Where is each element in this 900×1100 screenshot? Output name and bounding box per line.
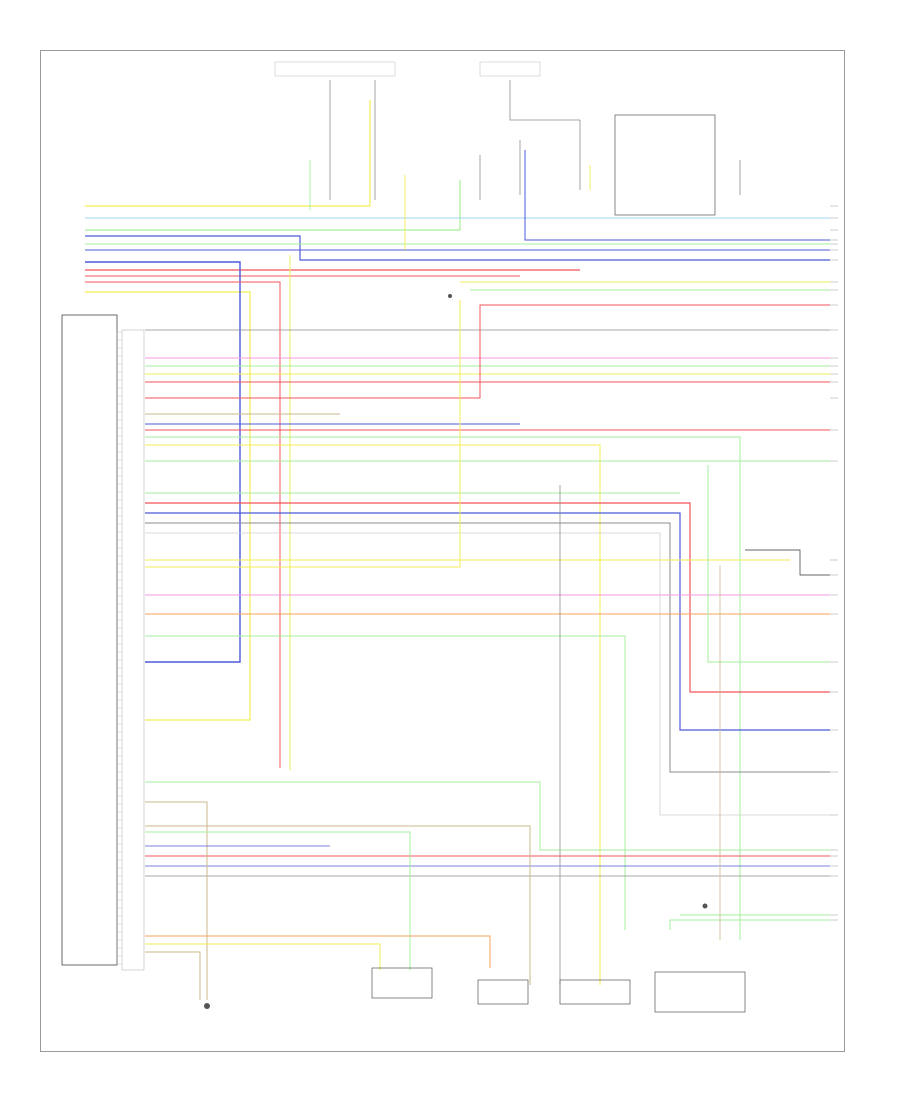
- sensor-bottom-left-terminal: [204, 1003, 210, 1009]
- top-fuse-block-right: [479, 61, 541, 77]
- wire-red-17: [145, 304, 830, 399]
- wire-lightgray-28: [145, 532, 830, 816]
- wire-black-62: [745, 549, 830, 576]
- wire-yellow-8: [85, 291, 251, 721]
- relay-box: [614, 114, 716, 216]
- wire-green-48: [669, 919, 830, 930]
- unit-center-bottom-box: [371, 967, 433, 999]
- far-right-splice: [702, 903, 708, 909]
- unit-right-bottom-2-box: [559, 979, 631, 1005]
- wire-tan-41: [145, 801, 208, 1000]
- wire-red-25: [145, 502, 830, 693]
- center-splice: [448, 294, 452, 298]
- wire-green-37: [145, 781, 830, 851]
- wire-yellow-22: [145, 444, 601, 985]
- wire-yellow-0: [85, 100, 371, 207]
- wire-gray-55: [509, 80, 581, 190]
- wire-red-10: [85, 281, 281, 768]
- wire-tan-47: [145, 951, 201, 1000]
- wire-tan-42: [145, 825, 531, 985]
- wire-blue-26: [145, 512, 830, 731]
- component-layer: [61, 61, 746, 1013]
- wire-blue-9: [85, 261, 241, 663]
- wire-green-36: [707, 465, 830, 663]
- wire-green-1: [85, 180, 461, 231]
- wire-orange-45: [145, 935, 491, 968]
- unit-right-bottom-1-box: [477, 979, 529, 1005]
- wire-gray-27: [145, 522, 830, 773]
- wire-blue-2: [85, 235, 830, 261]
- wire-green-43: [145, 831, 411, 970]
- left-module-connector: [121, 329, 145, 971]
- wire-green-35: [145, 635, 626, 930]
- unit-far-right-bottom-box: [654, 971, 746, 1013]
- top-fuse-block: [274, 61, 396, 77]
- wire-layer: [85, 80, 838, 1000]
- wire-blue-59: [524, 150, 830, 241]
- wire-yellow-31: [145, 300, 461, 568]
- wire-yellow-46: [145, 943, 381, 970]
- diagram-frame: [40, 50, 845, 1052]
